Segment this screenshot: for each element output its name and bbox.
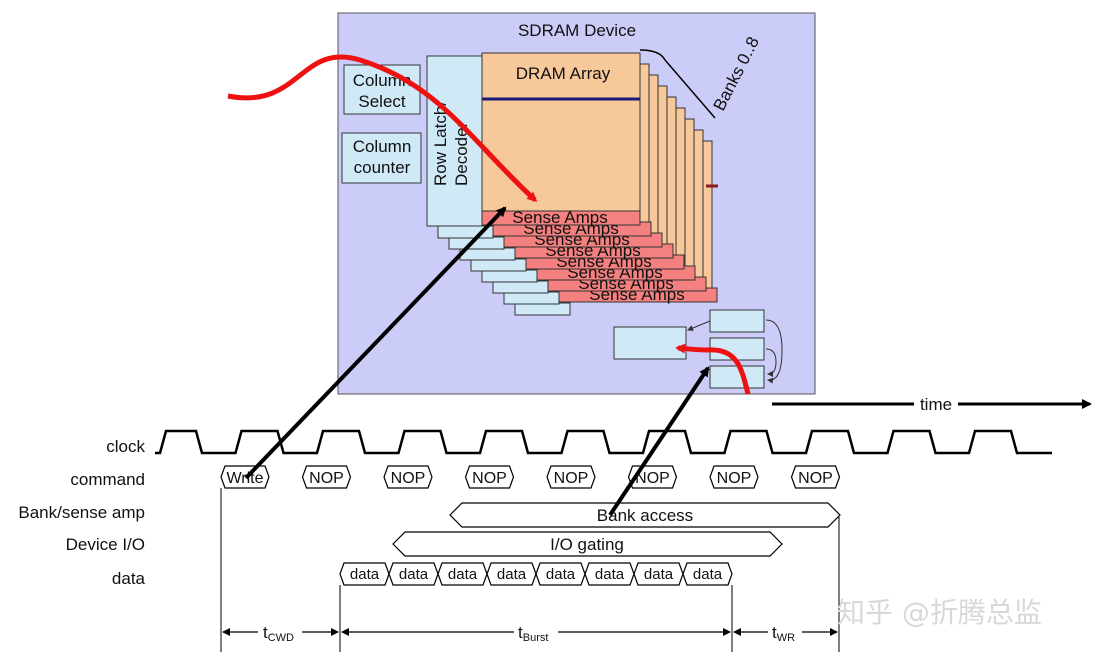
- svg-text:Decoder: Decoder: [452, 121, 471, 186]
- data-label: data: [112, 569, 146, 588]
- column-select-label-2: Select: [358, 92, 406, 111]
- column-counter-label-1: Column: [353, 137, 412, 156]
- svg-text:data: data: [448, 566, 478, 583]
- bank-to-io-arrow: [608, 366, 710, 517]
- svg-text:data: data: [693, 566, 723, 583]
- row-latch-label: Row Latch/ Decoder: [431, 101, 471, 186]
- bank-access-bar: Bank access: [449, 502, 841, 528]
- row-latch-slice: [514, 302, 571, 316]
- svg-text:NOP: NOP: [798, 470, 833, 487]
- data-beat: data: [388, 562, 439, 586]
- timing-dimensions: tCWD tBurst tWR: [222, 622, 838, 644]
- data-beat: data: [633, 562, 684, 586]
- io-register-1: [709, 309, 765, 333]
- svg-text:data: data: [546, 566, 576, 583]
- time-label: time: [920, 395, 952, 414]
- io-loop-1: [765, 319, 783, 384]
- command-nop: NOP: [790, 465, 841, 489]
- tcwd-label: tCWD: [263, 623, 294, 644]
- data-buffer: [613, 326, 687, 360]
- svg-text:data: data: [497, 566, 527, 583]
- row-labels: clock command Bank/sense amp Device I/O …: [18, 437, 145, 588]
- data-beat: data: [682, 562, 733, 586]
- svg-text:NOP: NOP: [554, 470, 589, 487]
- data-beat: data: [339, 562, 390, 586]
- command-label: command: [70, 470, 145, 489]
- svg-text:data: data: [644, 566, 674, 583]
- data-beat: data: [584, 562, 635, 586]
- command-row: Write NOP NOP NOP NOP NOP NOP NOP: [220, 465, 841, 489]
- svg-text:NOP: NOP: [717, 470, 752, 487]
- tburst-label: tBurst: [518, 623, 548, 644]
- data-beat: data: [535, 562, 586, 586]
- row-latch-slice: [470, 258, 527, 272]
- device-io-label: Device I/O: [66, 535, 145, 554]
- io-gating-label: I/O gating: [550, 535, 624, 554]
- io-data-path: [675, 343, 751, 395]
- svg-text:NOP: NOP: [635, 470, 670, 487]
- command-nop: NOP: [546, 465, 596, 489]
- time-axis: time: [772, 395, 1092, 414]
- svg-text:NOP: NOP: [309, 470, 344, 487]
- row-latch-slice: [492, 280, 549, 294]
- data-beat: data: [486, 562, 537, 586]
- io-loop-2: [765, 348, 777, 377]
- column-counter-label-2: counter: [354, 158, 411, 177]
- row-latch-decoder: [426, 55, 483, 227]
- io-register-3: [709, 365, 765, 389]
- bank-access-label: Bank access: [597, 506, 693, 525]
- command-nop: NOP: [301, 465, 352, 489]
- row-latch-slice: [481, 269, 538, 283]
- data-beat: data: [437, 562, 488, 586]
- time-label-bg: [914, 396, 958, 412]
- svg-text:data: data: [595, 566, 625, 583]
- io-link-1: [687, 320, 711, 331]
- svg-text:Write: Write: [226, 470, 263, 487]
- column-counter-box: [341, 132, 422, 184]
- io-gating-bar: I/O gating: [392, 531, 783, 557]
- svg-text:data: data: [350, 566, 380, 583]
- twr-label: tWR: [772, 623, 795, 644]
- column-select-box: [343, 64, 421, 115]
- timing-markers: [220, 488, 840, 652]
- dram-array-front: [481, 52, 641, 212]
- write-data-path: [227, 54, 538, 203]
- svg-text:data: data: [399, 566, 429, 583]
- dram-array-label: DRAM Array: [516, 64, 611, 83]
- write-command-arrow: [244, 206, 507, 480]
- watermark: 知乎 @折腾总监: [837, 596, 1042, 629]
- banks-brace: [639, 49, 716, 119]
- command-nop: NOP: [709, 465, 759, 489]
- device-title: SDRAM Device: [518, 21, 636, 40]
- svg-text:NOP: NOP: [472, 470, 507, 487]
- row-latch-slice: [459, 247, 516, 261]
- sense-amp-label: Sense Amps: [512, 208, 607, 227]
- row-latch-slice: [503, 291, 560, 305]
- command-nop: NOP: [383, 465, 433, 489]
- command-nop: NOP: [464, 465, 515, 489]
- svg-text:Row Latch/: Row Latch/: [431, 101, 450, 186]
- svg-text:NOP: NOP: [391, 470, 426, 487]
- clock-label: clock: [106, 437, 145, 456]
- bank-sense-amp-label: Bank/sense amp: [18, 503, 145, 522]
- data-row: data data data data data data data data: [339, 562, 733, 586]
